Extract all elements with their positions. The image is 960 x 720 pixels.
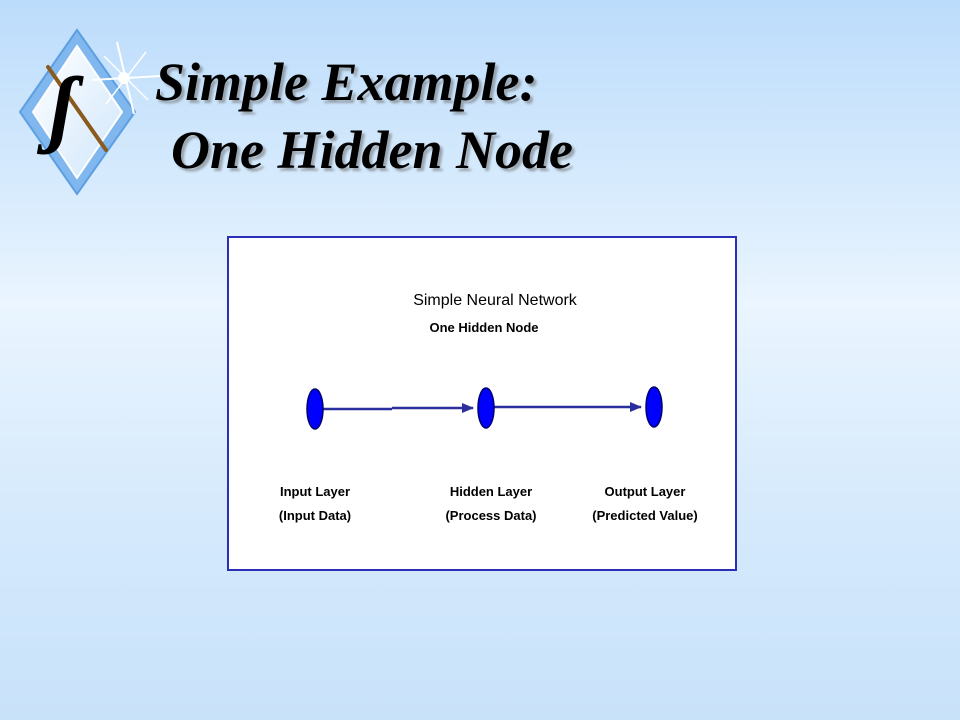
integral-glyph: ʃ	[48, 59, 77, 155]
node-input	[306, 388, 324, 430]
integral-diamond-logo: ʃ	[14, 22, 164, 207]
node-output	[645, 386, 663, 428]
node-hidden	[477, 387, 495, 429]
layer-label-output: Output Layer	[605, 484, 686, 499]
diagram-frame: Simple Neural Network One Hidden Node In…	[227, 236, 737, 571]
layer-label-input: Input Layer	[280, 484, 350, 499]
layer-sublabel-hidden: (Process Data)	[445, 508, 536, 523]
layer-label-hidden: Hidden Layer	[450, 484, 532, 499]
logo-graphic	[18, 28, 161, 196]
slide-title-line-2: One Hidden Node	[171, 120, 573, 180]
diagram-subtitle: One Hidden Node	[429, 320, 538, 335]
layer-sublabel-input: (Input Data)	[279, 508, 351, 523]
layer-sublabel-output: (Predicted Value)	[592, 508, 697, 523]
slide-title: Simple Example: One Hidden Node	[155, 48, 573, 184]
slide-title-line-1: Simple Example:	[155, 52, 538, 112]
neural-network-diagram: Simple Neural Network One Hidden Node In…	[279, 292, 698, 523]
sparkle-icon	[91, 41, 161, 115]
diagram-title: Simple Neural Network	[413, 292, 578, 309]
